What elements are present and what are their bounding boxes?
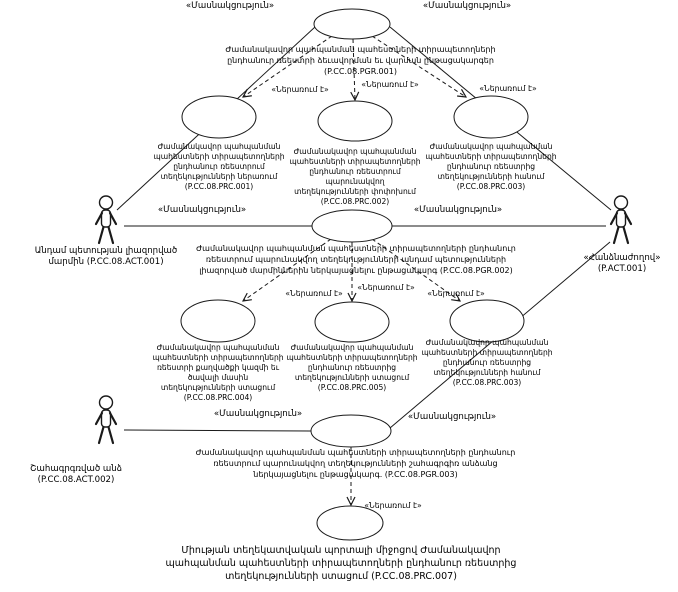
actor-label-interested-person: Շահագրգռված անձ (P.CC.08.ACT.002) [30,464,122,486]
use-case-caption-pgr001: Ժամանակավոր պահպանման պահեստների տիրապետ… [225,45,496,76]
use-case-ellipse-pgr001 [313,8,391,40]
include-arrow-pgr002-prc003 [371,238,460,301]
actor-label-member-state-body: Անդամ պետության լիազորված մարմին (P.CC.0… [34,246,178,268]
use-case-ellipse-prc003 [453,95,529,139]
participation-label-top-left: «Մասնակցություն» [185,1,275,11]
includes-label-7: «Ներառում է» [364,501,422,510]
use-case-ellipse-prc007 [316,505,384,541]
includes-label-4: «Ներառում է» [285,289,343,298]
use-case-ellipse-prc001 [181,95,257,139]
includes-label-2: «Ներառում է» [361,80,419,89]
actor-figure-member-state-body [94,195,118,245]
actor-figure-interested-person [94,395,118,445]
use-case-caption-prc003-repeat: Ժամանակավոր պահպանման պահեստների տիրապետ… [421,338,553,388]
association-line-person-pgr003 [123,429,312,432]
use-case-ellipse-pgr003 [310,414,392,448]
use-case-caption-prc002: Ժամանակավոր պահպանման պահեստների տիրապետ… [289,147,421,207]
use-case-ellipse-prc003-repeat [449,299,525,343]
use-case-caption-prc001: Ժամանակավոր պահպանման պահեստների տիրապետ… [153,142,285,192]
use-case-ellipse-prc005 [314,301,390,343]
use-case-caption-prc003: Ժամանակավոր պահպանման պահեստների տիրապետ… [425,142,557,192]
actor-label-commission: «Հանձնաժողով» (P.ACT.001) [583,253,661,275]
include-arrow-pgr002-prc004 [243,238,332,301]
includes-label-5: «Ներառում է» [357,283,415,292]
include-arrow-pgr001-prc003 [371,35,466,97]
actor-figure-commission [609,195,633,245]
include-arrow-pgr001-prc002 [353,38,355,100]
use-case-ellipse-prc002 [317,100,393,142]
include-arrow-pgr001-prc001 [243,35,333,97]
includes-label-1: «Ներառում է» [271,85,329,94]
use-case-caption-prc004: Ժամանակավոր պահպանման պահեստների տիրապետ… [152,343,284,403]
participation-label-middle-left: «Մասնակցություն» [157,205,247,215]
participation-label-bottom-left: «Մասնակցություն» [213,409,303,419]
includes-label-6: «Ներառում է» [427,289,485,298]
participation-label-top-right: «Մասնակցություն» [422,1,512,11]
use-case-ellipse-pgr002 [311,209,393,243]
use-case-caption-pgr002: Ժամանակավոր պահպանման պահեստների տիրապետ… [196,244,516,275]
use-case-caption-prc005: Ժամանակավոր պահպանման պահեստների տիրապետ… [286,343,418,393]
includes-label-3: «Ներառում է» [479,84,537,93]
participation-label-bottom-right: «Մասնակցություն» [407,412,497,422]
use-case-caption-prc007: Միության տեղեկատվական պորտալի միջոցով Ժա… [165,545,517,582]
participation-label-middle-right: «Մասնակցություն» [413,205,503,215]
use-case-caption-pgr003: Ժամանակավոր պահպանման պահեստների տիրապետ… [195,448,516,479]
use-case-ellipse-prc004 [180,299,256,343]
